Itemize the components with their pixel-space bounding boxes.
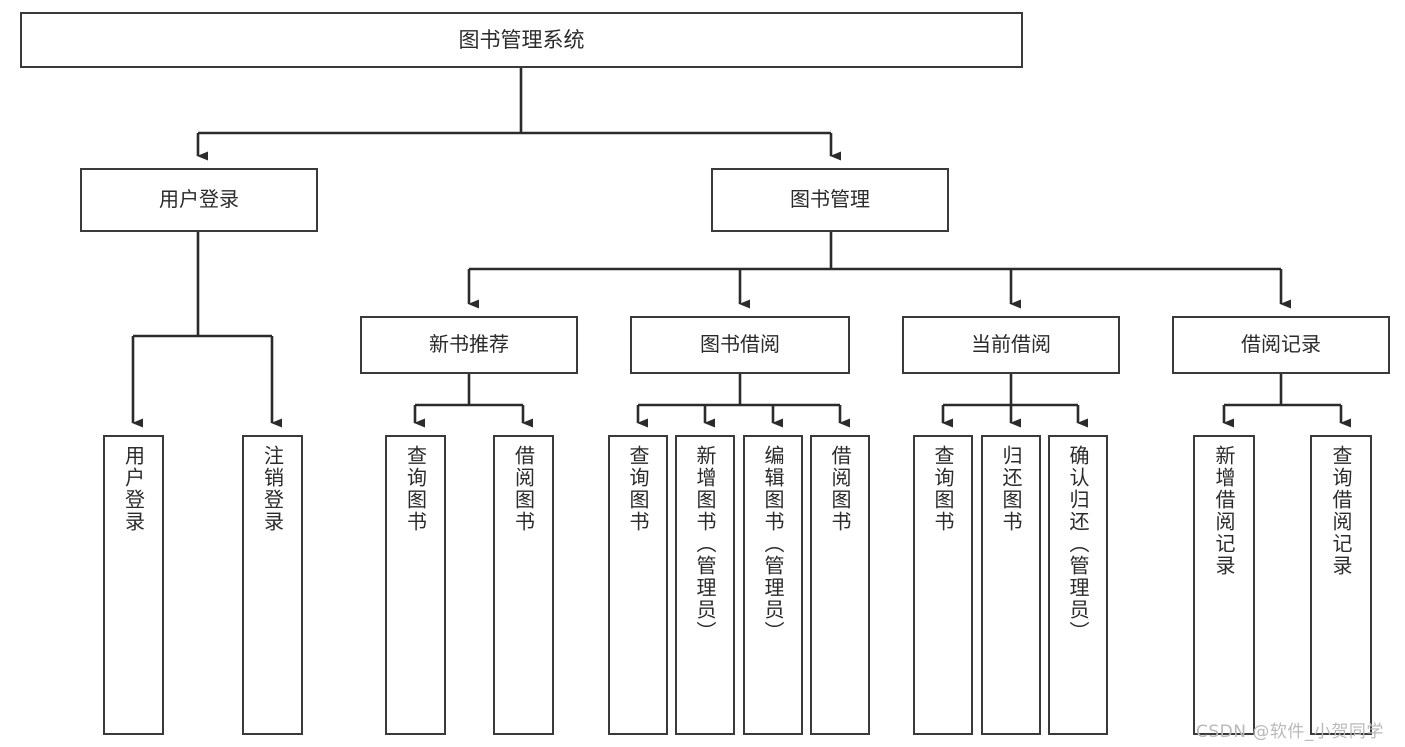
leaf-borrow-record-add-record[interactable]: 新增借阅记录	[1193, 435, 1255, 735]
leaf-book-borrow-borrow-books[interactable]: 借阅图书	[810, 435, 870, 735]
node-user-login[interactable]: 用户登录	[80, 168, 318, 232]
leaf-book-borrow-query-books[interactable]: 查询图书	[608, 435, 668, 735]
node-label: 新增借阅记录	[1212, 445, 1236, 577]
node-label: 图书管理	[790, 187, 870, 212]
node-label: 图书借阅	[700, 332, 780, 357]
node-current-borrowing[interactable]: 当前借阅	[902, 316, 1120, 374]
node-label: 注销登录	[260, 445, 285, 533]
node-root-system[interactable]: 图书管理系统	[20, 12, 1023, 68]
node-label: 图书管理系统	[458, 27, 585, 52]
csdn-watermark: CSDN @软件_小贺同学	[1196, 722, 1384, 742]
node-label: 确认归还（管理员）	[1066, 445, 1090, 643]
leaf-book-borrow-edit-book-admin[interactable]: 编辑图书（管理员）	[743, 435, 803, 735]
node-label: 归还图书	[999, 445, 1023, 533]
leaf-current-borrow-return-books[interactable]: 归还图书	[981, 435, 1041, 735]
node-label: 当前借阅	[971, 332, 1051, 357]
leaf-book-borrow-add-book-admin[interactable]: 新增图书（管理员）	[675, 435, 735, 735]
leaf-current-borrow-confirm-return-admin[interactable]: 确认归还（管理员）	[1048, 435, 1108, 735]
node-label: 借阅图书	[828, 445, 852, 533]
node-borrowing-records[interactable]: 借阅记录	[1172, 316, 1390, 374]
node-label: 借阅图书	[511, 445, 536, 533]
leaf-user-login-signin[interactable]: 用户登录	[103, 435, 164, 735]
node-book-borrowing[interactable]: 图书借阅	[630, 316, 850, 374]
leaf-current-borrow-query-books[interactable]: 查询图书	[913, 435, 973, 735]
node-label: 查询图书	[403, 445, 428, 533]
node-label: 借阅记录	[1241, 332, 1321, 357]
leaf-new-book-query-books[interactable]: 查询图书	[385, 435, 446, 735]
node-label: 用户登录	[121, 445, 146, 533]
node-label: 用户登录	[159, 187, 239, 212]
node-label: 查询图书	[626, 445, 650, 533]
node-label: 查询图书	[931, 445, 955, 533]
leaf-borrow-record-query-record[interactable]: 查询借阅记录	[1310, 435, 1372, 735]
node-book-management[interactable]: 图书管理	[711, 168, 949, 232]
leaf-new-book-borrow-books[interactable]: 借阅图书	[493, 435, 554, 735]
leaf-user-login-signout[interactable]: 注销登录	[242, 435, 303, 735]
node-label: 编辑图书（管理员）	[761, 445, 785, 643]
node-label: 新书推荐	[429, 332, 509, 357]
node-new-book-recommendation[interactable]: 新书推荐	[360, 316, 578, 374]
node-label: 查询借阅记录	[1329, 445, 1353, 577]
node-label: 新增图书（管理员）	[693, 445, 717, 643]
